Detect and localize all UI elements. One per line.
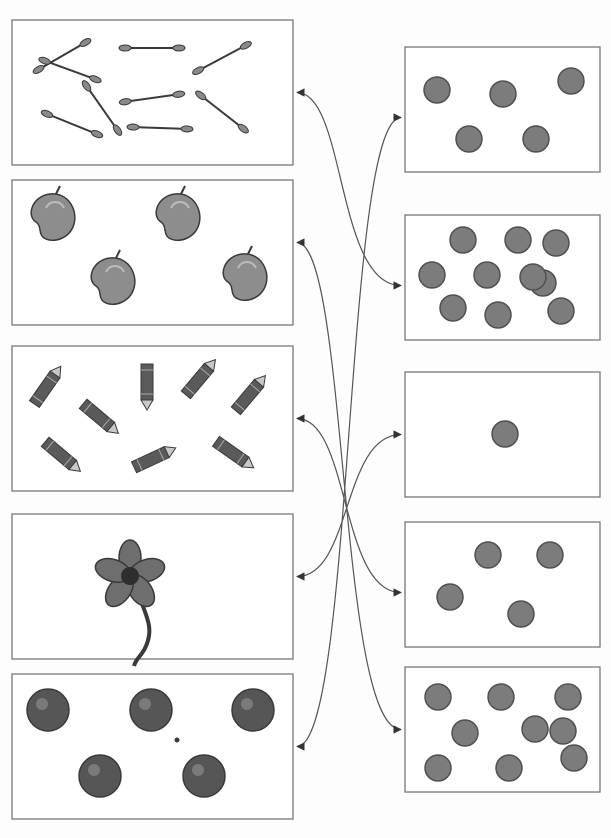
crayon-body	[141, 364, 153, 400]
counting-dot	[561, 745, 587, 771]
counting-dot	[523, 126, 549, 152]
left-panel-4[interactable]	[12, 514, 293, 666]
cotton-bud-tip	[127, 124, 139, 130]
counting-dot	[543, 230, 569, 256]
match-arrow-4-3	[297, 435, 401, 577]
cotton-bud-tip	[173, 45, 185, 51]
left-column	[12, 20, 293, 819]
counting-dot	[475, 542, 501, 568]
counting-dot	[537, 542, 563, 568]
counting-dot	[492, 421, 518, 447]
left-panel-2[interactable]	[12, 180, 293, 325]
ball-icon	[79, 755, 121, 797]
ball-shade	[192, 764, 204, 776]
counting-dot	[520, 264, 546, 290]
counting-dot	[558, 68, 584, 94]
counting-dot	[474, 262, 500, 288]
cotton-bud-tip	[119, 45, 131, 51]
counting-dot	[425, 684, 451, 710]
panel-border	[12, 514, 293, 659]
counting-dot	[485, 302, 511, 328]
ball-shade	[139, 698, 151, 710]
counting-dot	[440, 295, 466, 321]
ball-shade	[36, 698, 48, 710]
right-panel-3[interactable]	[405, 372, 600, 497]
counting-dot	[548, 298, 574, 324]
ball-body	[232, 689, 274, 731]
ball-icon	[130, 689, 172, 731]
left-panel-3[interactable]	[12, 346, 293, 491]
flower-center	[121, 567, 139, 585]
counting-dot	[488, 684, 514, 710]
counting-dot	[452, 720, 478, 746]
ball-icon	[27, 689, 69, 731]
counting-dot	[437, 584, 463, 610]
counting-dot	[419, 262, 445, 288]
ball-body	[27, 689, 69, 731]
right-column	[405, 47, 600, 792]
right-panel-4[interactable]	[405, 522, 600, 647]
ball-shade	[241, 698, 253, 710]
counting-dot	[456, 126, 482, 152]
counting-dot	[550, 718, 576, 744]
match-arrow-2-5	[297, 243, 401, 730]
match-arrow-3-4	[297, 419, 401, 593]
counting-dot	[425, 755, 451, 781]
matching-arrows	[297, 93, 401, 747]
crayon-icon	[141, 364, 153, 410]
panel-border	[405, 522, 600, 647]
right-panel-2[interactable]	[405, 215, 600, 340]
counting-dot	[424, 77, 450, 103]
counting-dot	[522, 716, 548, 742]
ball-icon	[183, 755, 225, 797]
ball-body	[183, 755, 225, 797]
counting-dot	[450, 227, 476, 253]
right-panel-1[interactable]	[405, 47, 600, 172]
ball-body	[130, 689, 172, 731]
counting-dot	[555, 684, 581, 710]
ball-shade	[88, 764, 100, 776]
counting-dot	[505, 227, 531, 253]
counting-dot	[496, 755, 522, 781]
ball-icon	[232, 689, 274, 731]
left-panel-1[interactable]	[12, 20, 293, 165]
cotton-bud-tip	[181, 126, 193, 132]
counting-dot	[490, 81, 516, 107]
match-arrow-1-2	[297, 93, 401, 286]
left-panel-5[interactable]	[12, 674, 293, 819]
panel-border	[405, 47, 600, 172]
ink-speck	[175, 738, 180, 743]
ball-body	[79, 755, 121, 797]
right-panel-5[interactable]	[405, 667, 600, 792]
counting-dot	[508, 601, 534, 627]
